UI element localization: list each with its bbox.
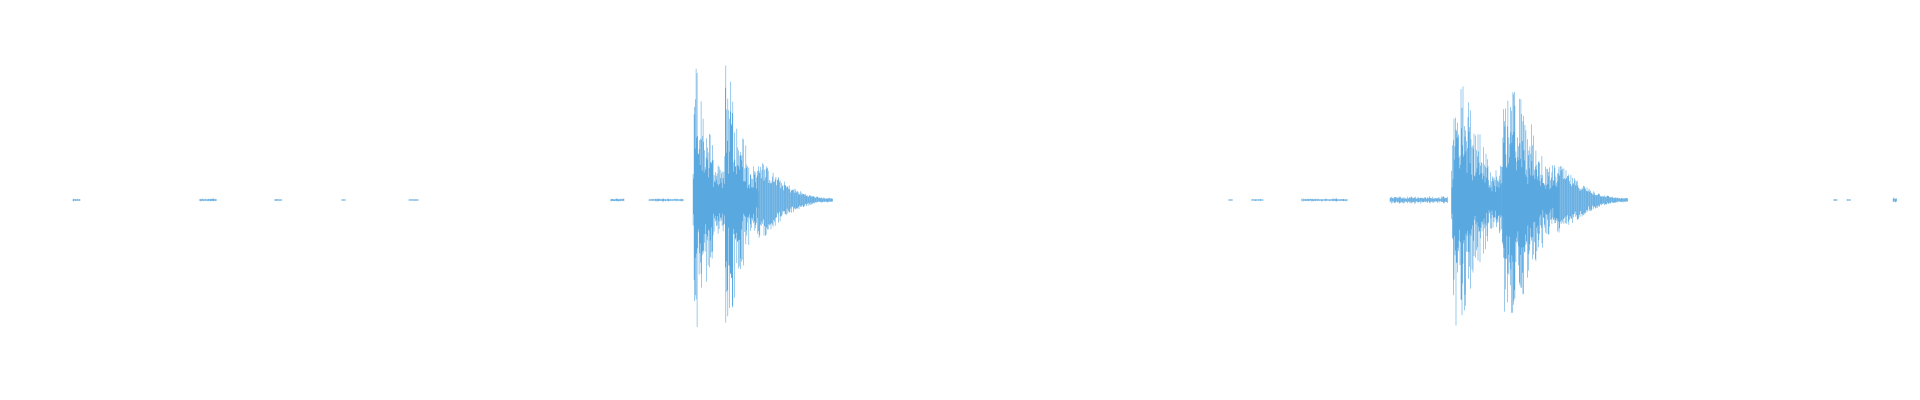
waveform-segment-noise-blip-6: [610, 198, 625, 202]
waveform-trace: [1228, 199, 1233, 201]
waveform-trace: [1892, 197, 1897, 203]
waveform-segment-burst-2a: [1451, 86, 1502, 326]
waveform-trace: [648, 198, 684, 202]
waveform-trace: [758, 163, 833, 238]
waveform-trace: [199, 198, 217, 202]
waveform-segment-noise-blip-11: [1389, 196, 1448, 204]
waveform-segment-noise-blip-8: [1228, 199, 1233, 201]
waveform-segment-noise-blip-14: [1892, 197, 1897, 203]
waveform-segment-burst-1-tail: [758, 163, 833, 238]
waveform-segment-noise-blip-2: [199, 198, 217, 202]
waveform-trace: [723, 65, 759, 323]
waveform-segment-burst-2-tail: [1558, 166, 1628, 233]
waveform-trace: [692, 68, 724, 327]
waveform-trace: [1251, 198, 1264, 201]
waveform-segment-burst-1b: [723, 65, 759, 323]
waveform-segment-noise-blip-1: [72, 198, 81, 202]
waveform-trace: [1389, 196, 1448, 204]
waveform-trace: [341, 199, 346, 201]
waveform-trace: [72, 198, 81, 202]
waveform-samples: [72, 65, 1897, 327]
waveform-trace: [1301, 198, 1348, 202]
waveform-segment-noise-blip-5: [408, 199, 419, 201]
waveform-trace: [408, 199, 419, 201]
waveform-trace: [1846, 199, 1851, 201]
waveform-segment-noise-blip-3: [274, 199, 282, 201]
waveform-trace: [1558, 166, 1628, 233]
waveform-segment-noise-blip-10: [1301, 198, 1348, 202]
waveform-segment-burst-2b: [1501, 92, 1560, 313]
waveform-segment-noise-blip-4: [341, 199, 346, 201]
waveform-segment-noise-blip-13: [1846, 199, 1851, 201]
waveform-trace: [1451, 86, 1502, 326]
waveform-segment-burst-1a: [692, 68, 724, 327]
waveform-trace: [610, 198, 625, 202]
waveform-trace: [1833, 199, 1838, 201]
waveform-segment-noise-blip-7: [648, 198, 684, 202]
waveform-trace: [1501, 92, 1560, 313]
waveform-segment-noise-blip-9: [1251, 198, 1264, 201]
waveform-trace: [274, 199, 282, 201]
waveform-segment-noise-blip-12: [1833, 199, 1838, 201]
